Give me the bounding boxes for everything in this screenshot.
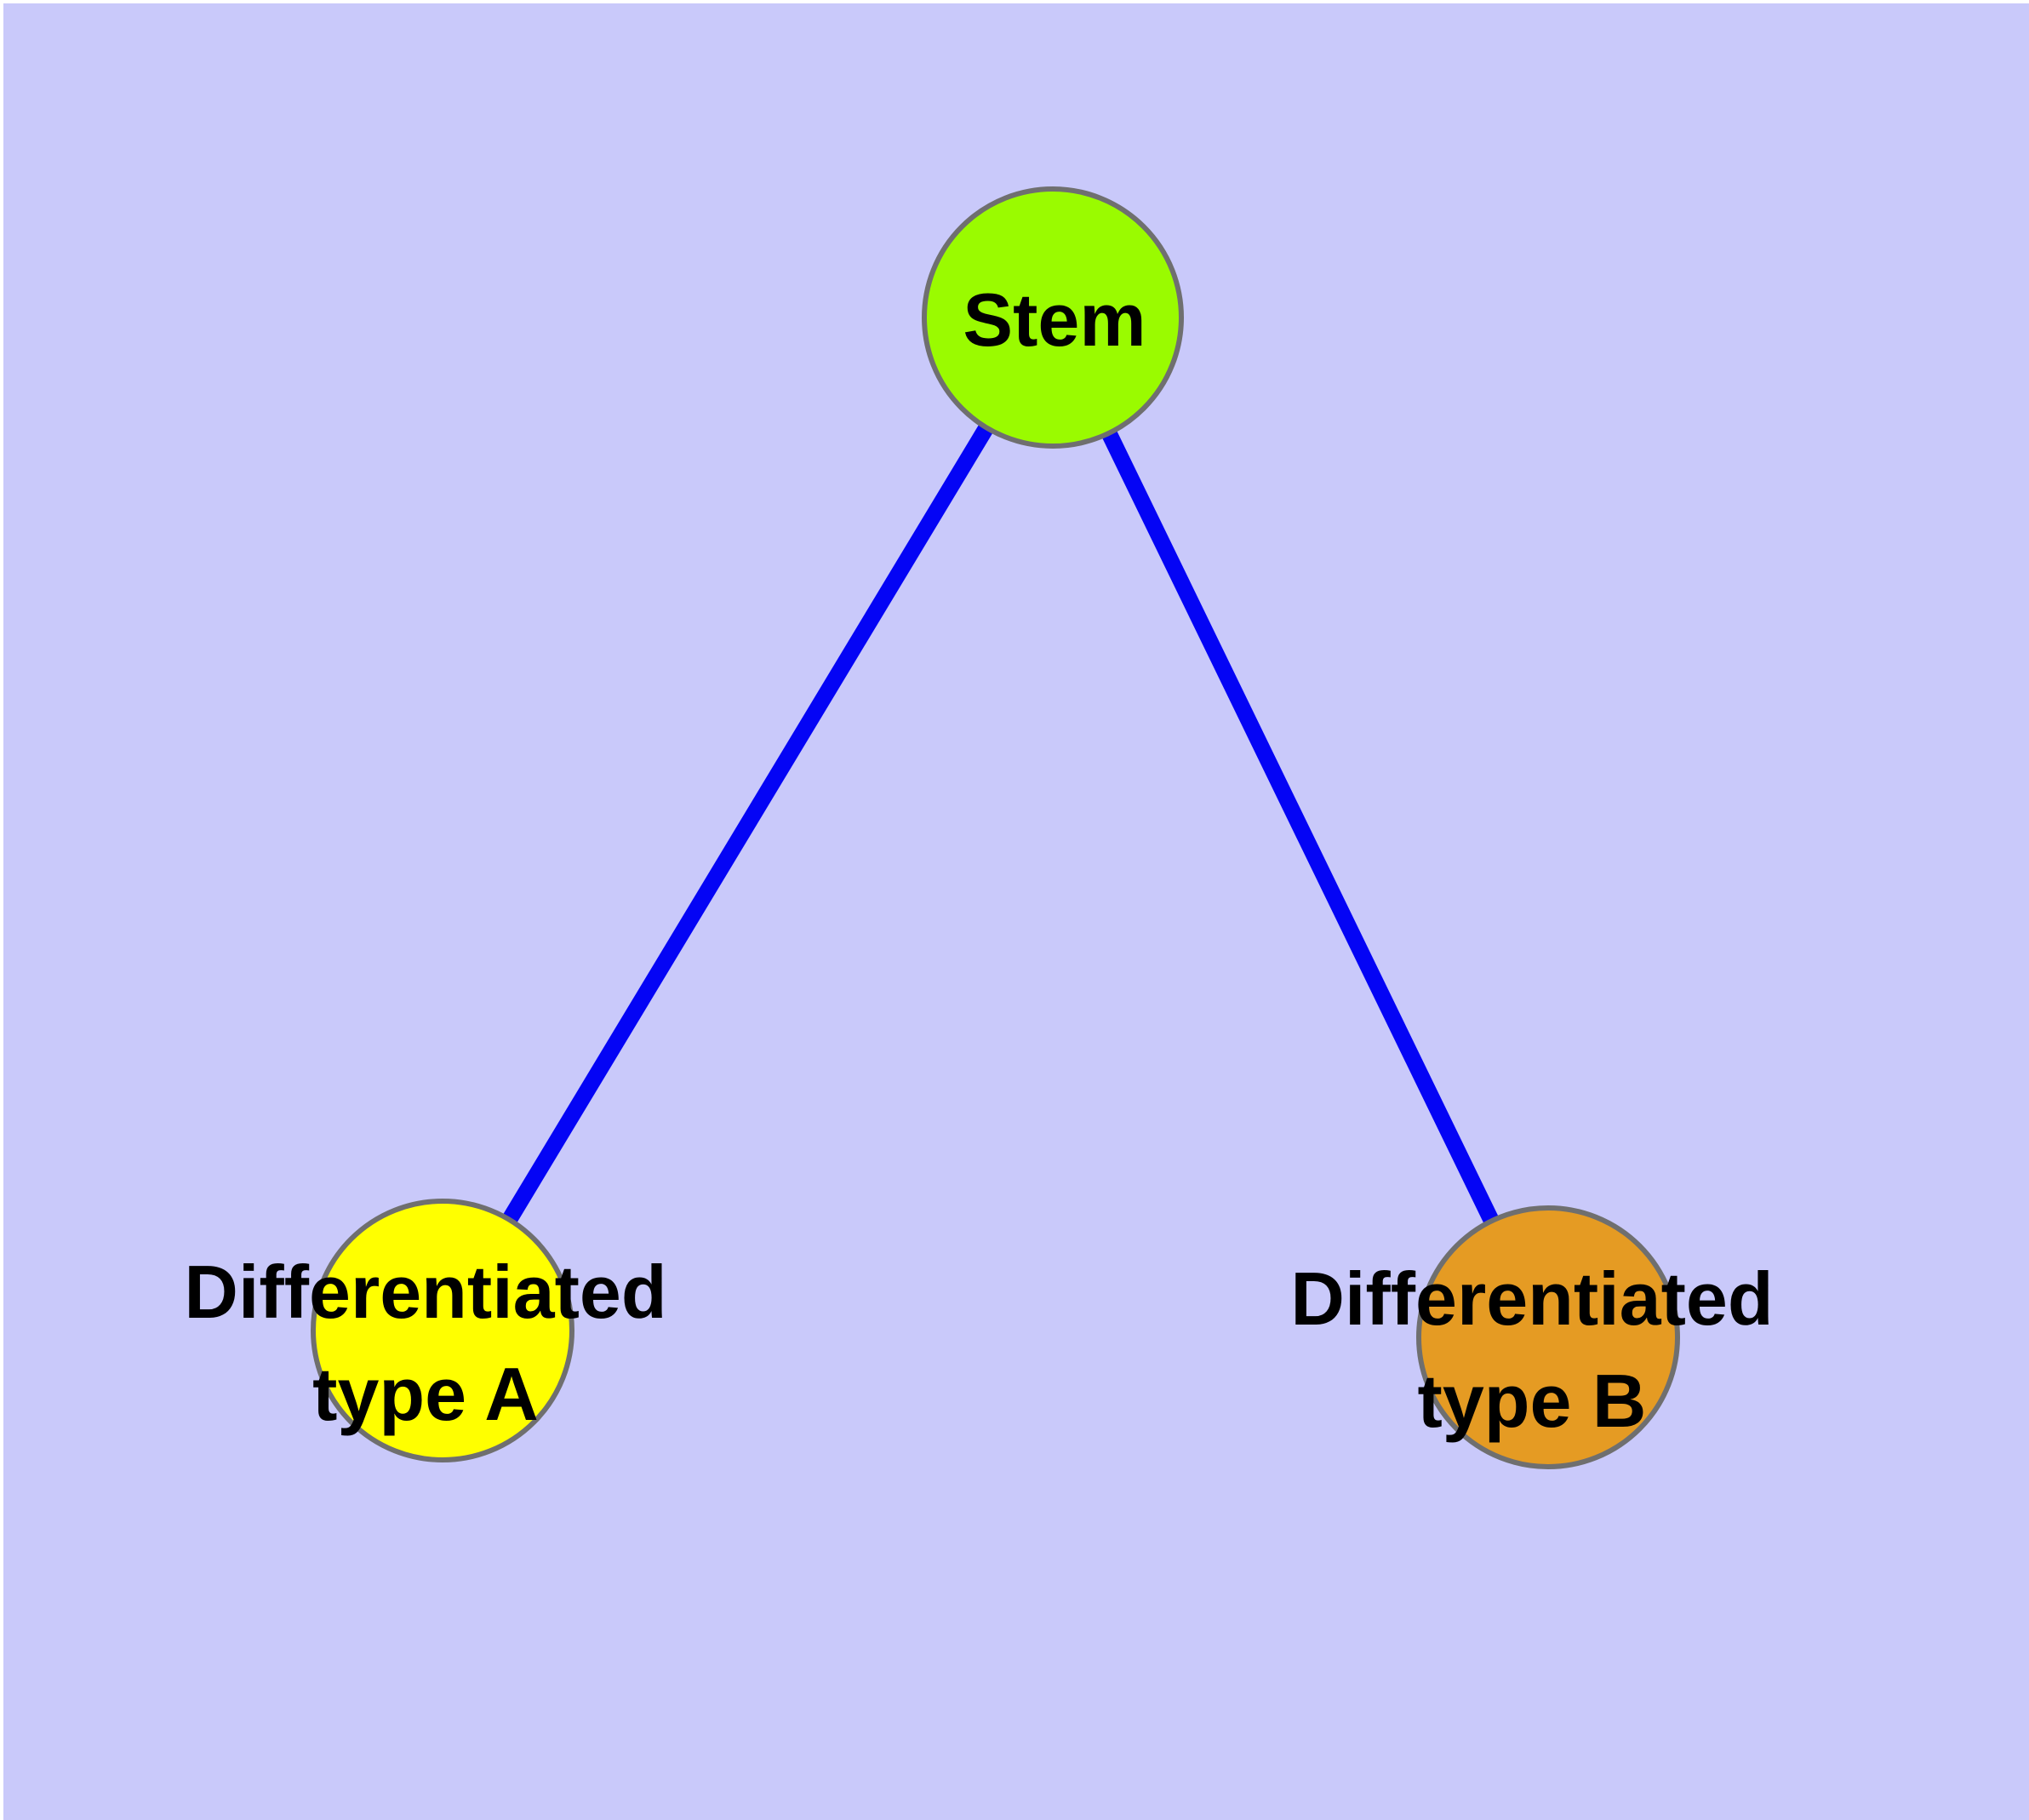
node-type-a-label-line1: Differentiated <box>184 1250 666 1334</box>
edge-stem-to-type-b <box>1045 313 1556 1342</box>
node-type-a-label-line2: type A <box>312 1352 539 1436</box>
node-type-b-label-line1: Differentiated <box>1290 1256 1773 1341</box>
node-stem-label: Stem <box>963 278 1146 362</box>
node-type-a <box>311 1199 574 1462</box>
edge-stem-to-type-a <box>435 313 1060 1335</box>
left-margin-line <box>0 0 3 1820</box>
top-margin-line <box>0 0 2029 3</box>
node-type-b <box>1416 1205 1680 1469</box>
node-stem <box>922 186 1184 449</box>
node-type-b-label-line2: type B <box>1418 1359 1647 1443</box>
